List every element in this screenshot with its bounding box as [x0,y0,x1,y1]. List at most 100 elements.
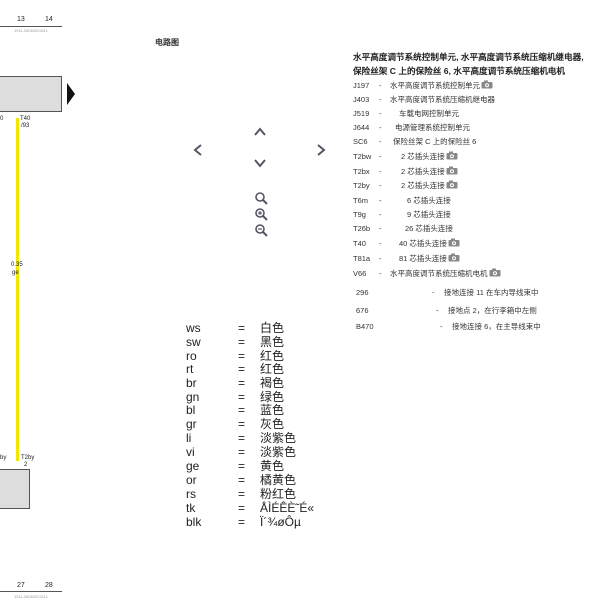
section-label: 电路图 [155,38,179,47]
component-desc: 40 芯插头连接 [399,238,460,250]
ground-dash: - [440,322,443,331]
component-dash: - [379,167,382,176]
camera-icon[interactable] [446,166,458,175]
chevron-up-icon[interactable] [253,125,267,139]
legend-name: ÅÌÉÊÈ˜É« [260,501,315,515]
component-desc: 26 芯插头连接 [405,224,453,233]
component-desc: 水平高度调节系统压缩机电机 [390,268,501,280]
component-desc-text: 2 芯插头连接 [401,181,445,190]
yellow-wire [16,118,19,461]
ground-dash: - [432,288,435,297]
component-desc: 9 芯插头连接 [407,210,451,219]
legend-equals: = [238,501,246,515]
legend-code: vi [186,445,195,459]
camera-icon[interactable] [448,238,460,247]
diagram-frame-line [0,26,62,27]
legend-equals: = [238,403,246,417]
ground-dash: - [436,306,439,315]
camera-icon[interactable] [446,180,458,189]
control-unit-box [0,76,62,112]
ground-code: 296 [356,288,369,297]
pin-left-label: by [0,455,7,461]
component-code: V66 [353,269,367,278]
legend-code: tk [186,501,196,515]
legend-equals: = [238,487,246,501]
legend-name: 白色 [260,321,285,335]
component-dash: - [379,269,382,278]
legend-equals: = [238,515,246,529]
component-code: SC6 [353,137,368,146]
legend-code: ro [186,349,197,363]
chevron-right-icon[interactable] [314,143,328,157]
legend-code: bl [186,403,196,417]
component-desc: 2 芯插头连接 [401,180,458,192]
legend-code: ge [186,459,200,473]
pin-label: T40 [20,116,31,122]
component-code: J403 [353,95,370,104]
component-desc: 保险丝架 C 上的保险丝 6 [393,137,477,146]
component-dash: - [379,152,382,161]
legend-name: 红色 [260,362,285,376]
component-code: T2by [353,181,370,190]
component-desc-text: 2 芯插头连接 [401,152,445,161]
legend-name: 黄色 [260,459,285,473]
component-code: T81a [353,254,371,263]
camera-icon[interactable] [446,151,458,160]
components-title-line: 水平高度调节系统控制单元, 水平高度调节系统压缩机继电器, [353,52,584,62]
components-title-line: 保险丝架 C 上的保险丝 6, 水平高度调节系统压缩机电机 [353,66,565,76]
legend-name: 灰色 [260,417,285,431]
legend-equals: = [238,321,246,335]
legend-code: gn [186,390,200,404]
chevron-left-icon[interactable] [191,143,205,157]
component-code: T2bw [353,152,372,161]
component-dash: - [379,239,382,248]
component-desc: 电源管理系统控制单元 [395,123,470,132]
camera-icon[interactable] [481,80,493,89]
chevron-down-icon[interactable] [253,156,267,170]
legend-equals: = [238,335,246,349]
component-desc-text: 水平高度调节系统控制单元 [390,81,480,90]
legend-name: 淡紫色 [260,431,297,445]
component-desc-text: 40 芯插头连接 [399,239,447,248]
legend-code: rt [186,362,194,376]
camera-icon[interactable] [448,253,460,262]
component-desc: 2 芯插头连接 [401,166,458,178]
diagram-bottom-ref: 1911-26062023111 [14,594,48,599]
wire-color-code: ge [12,270,19,276]
legend-name: 淡紫色 [260,445,297,459]
pin-left-label: 0 [0,116,4,122]
component-desc-text: 2 芯插头连接 [401,167,445,176]
legend-code: rs [186,487,196,501]
magnifier-icon[interactable] [254,191,268,205]
legend-code: ws [186,321,201,335]
component-desc-text: 81 芯插头连接 [399,254,447,263]
component-desc: 水平高度调节系统控制单元 [390,80,493,92]
component-code: J644 [353,123,370,132]
component-code: T40 [353,239,366,248]
component-dash: - [379,109,382,118]
ground-desc: 接地连接 11 在车内导线束中 [444,288,539,297]
component-dash: - [379,196,382,205]
component-desc: 2 芯插头连接 [401,151,458,163]
camera-icon[interactable] [489,268,501,277]
legend-name: 褐色 [260,376,285,390]
legend-equals: = [238,417,246,431]
legend-code: br [186,376,197,390]
legend-name: 黑色 [260,335,285,349]
zoom-in-icon[interactable] [254,207,268,221]
component-desc: 81 芯插头连接 [399,253,460,265]
component-desc: 车载电网控制单元 [399,109,459,118]
component-code: T2bx [353,167,370,176]
component-code: J197 [353,81,370,90]
zoom-out-icon[interactable] [254,223,268,237]
motor-box [0,469,30,509]
legend-equals: = [238,431,246,445]
ground-code: 676 [356,306,369,315]
diagram-bottom-number: 27 [17,582,25,589]
diagram-frame-line [0,591,62,592]
legend-equals: = [238,459,246,473]
component-dash: - [379,81,382,90]
diagram-top-ref: 1911-26062023111 [14,28,48,33]
pin-number: 2 [24,462,28,468]
component-desc: 6 芯插头连接 [407,196,451,205]
